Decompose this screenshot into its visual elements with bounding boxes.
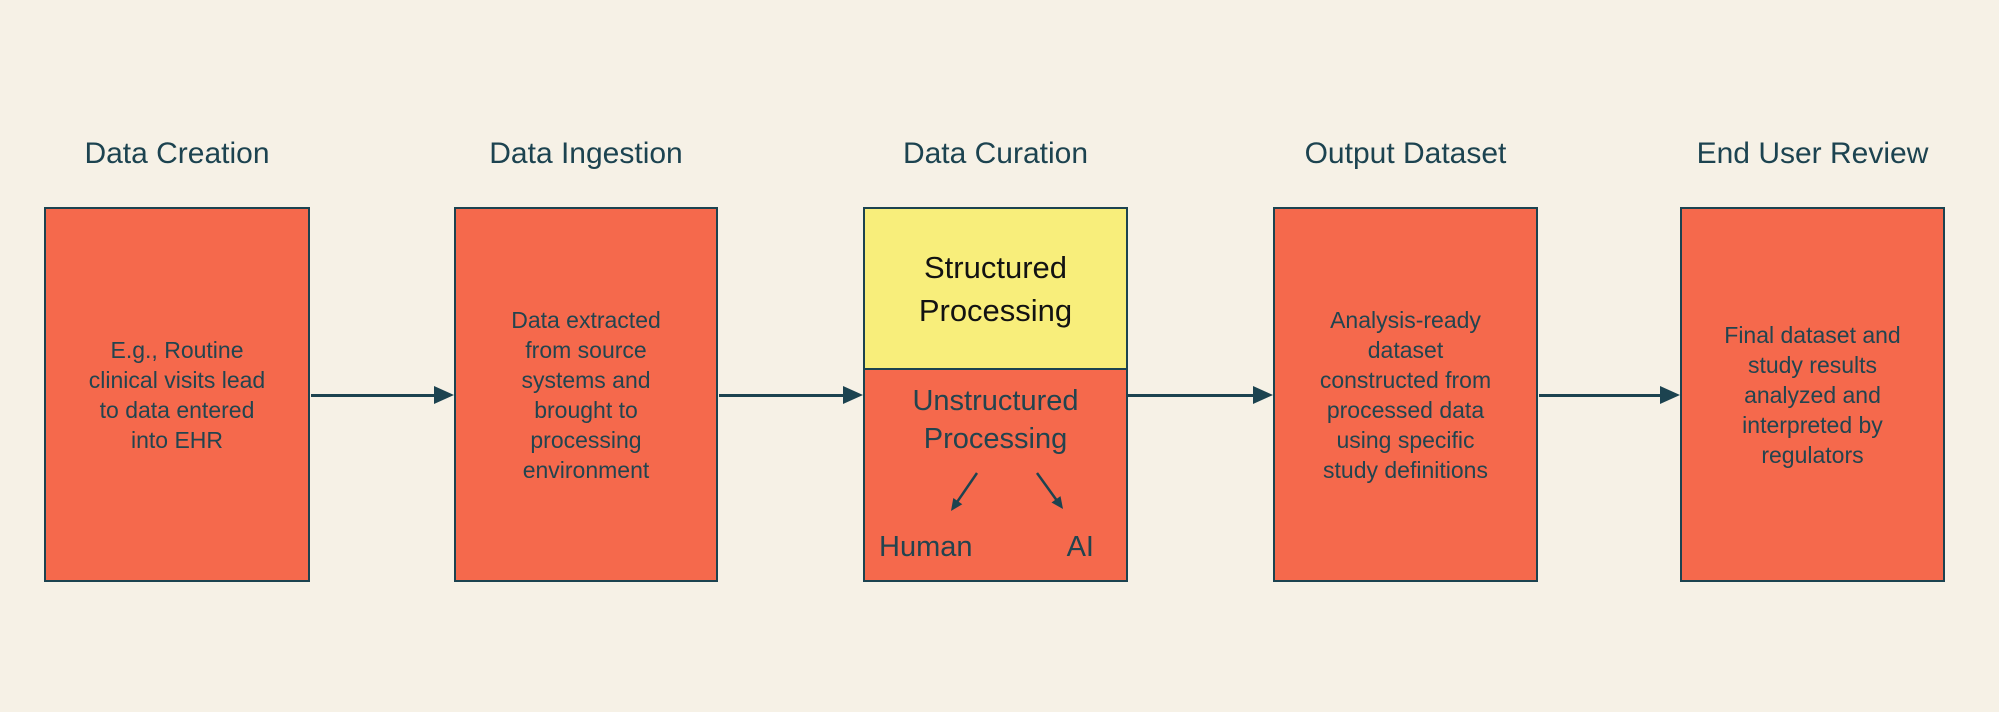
down-left-arrow-icon xyxy=(951,471,979,511)
stage-end-user-review: End User Review Final dataset and study … xyxy=(1680,135,1945,582)
ai-label: AI xyxy=(1066,531,1094,563)
stage-data-creation: Data Creation E.g., Routine clinical vis… xyxy=(44,135,310,582)
data-creation-box: E.g., Routine clinical visits lead to da… xyxy=(44,207,310,582)
stage-title-data-creation: Data Creation xyxy=(84,137,270,170)
down-right-arrow-icon xyxy=(1035,471,1063,509)
structured-processing-section: Structured Processing xyxy=(865,209,1126,370)
output-dataset-description: Analysis-ready dataset constructed from … xyxy=(1319,306,1492,483)
human-ai-row: Human AI xyxy=(865,531,1126,564)
stage-title-end-user-review: End User Review xyxy=(1696,137,1929,170)
arrow-ingestion-to-curation xyxy=(719,386,863,404)
arrow-shaft xyxy=(311,393,434,397)
right-arrowhead-icon xyxy=(434,386,454,404)
data-ingestion-box: Data extracted from source systems and b… xyxy=(454,207,718,582)
arrow-creation-to-ingestion xyxy=(311,386,454,404)
stage-data-ingestion: Data Ingestion Data extracted from sourc… xyxy=(454,135,718,582)
arrow-output-to-review xyxy=(1539,386,1680,404)
structured-processing-label: Structured Processing xyxy=(918,249,1073,328)
split-arrows-graphic xyxy=(951,471,1063,511)
data-curation-box: Structured Processing Unstructured Proce… xyxy=(863,207,1128,582)
data-creation-description: E.g., Routine clinical visits lead to da… xyxy=(88,336,266,453)
arrow-shaft xyxy=(1539,393,1660,397)
stage-data-curation: Data Curation Structured Processing Unst… xyxy=(863,135,1128,582)
stage-output-dataset: Output Dataset Analysis-ready dataset co… xyxy=(1273,135,1538,582)
data-ingestion-description: Data extracted from source systems and b… xyxy=(511,306,661,483)
end-user-review-box: Final dataset and study results analyzed… xyxy=(1680,207,1945,582)
arrow-shaft xyxy=(719,393,843,397)
stage-title-data-curation: Data Curation xyxy=(902,137,1089,170)
right-arrowhead-icon xyxy=(843,386,863,404)
stage-title-output-dataset: Output Dataset xyxy=(1304,137,1507,170)
arrow-shaft xyxy=(1128,393,1253,397)
human-label: Human xyxy=(879,531,973,563)
right-arrowhead-icon xyxy=(1660,386,1680,404)
arrow-curation-to-output xyxy=(1128,386,1273,404)
unstructured-processing-section: Unstructured Processing Human AI xyxy=(865,370,1126,580)
output-dataset-box: Analysis-ready dataset constructed from … xyxy=(1273,207,1538,582)
end-user-review-description: Final dataset and study results analyzed… xyxy=(1724,321,1901,468)
stage-title-data-ingestion: Data Ingestion xyxy=(489,137,683,170)
unstructured-processing-label: Unstructured Processing xyxy=(912,385,1079,455)
right-arrowhead-icon xyxy=(1253,386,1273,404)
